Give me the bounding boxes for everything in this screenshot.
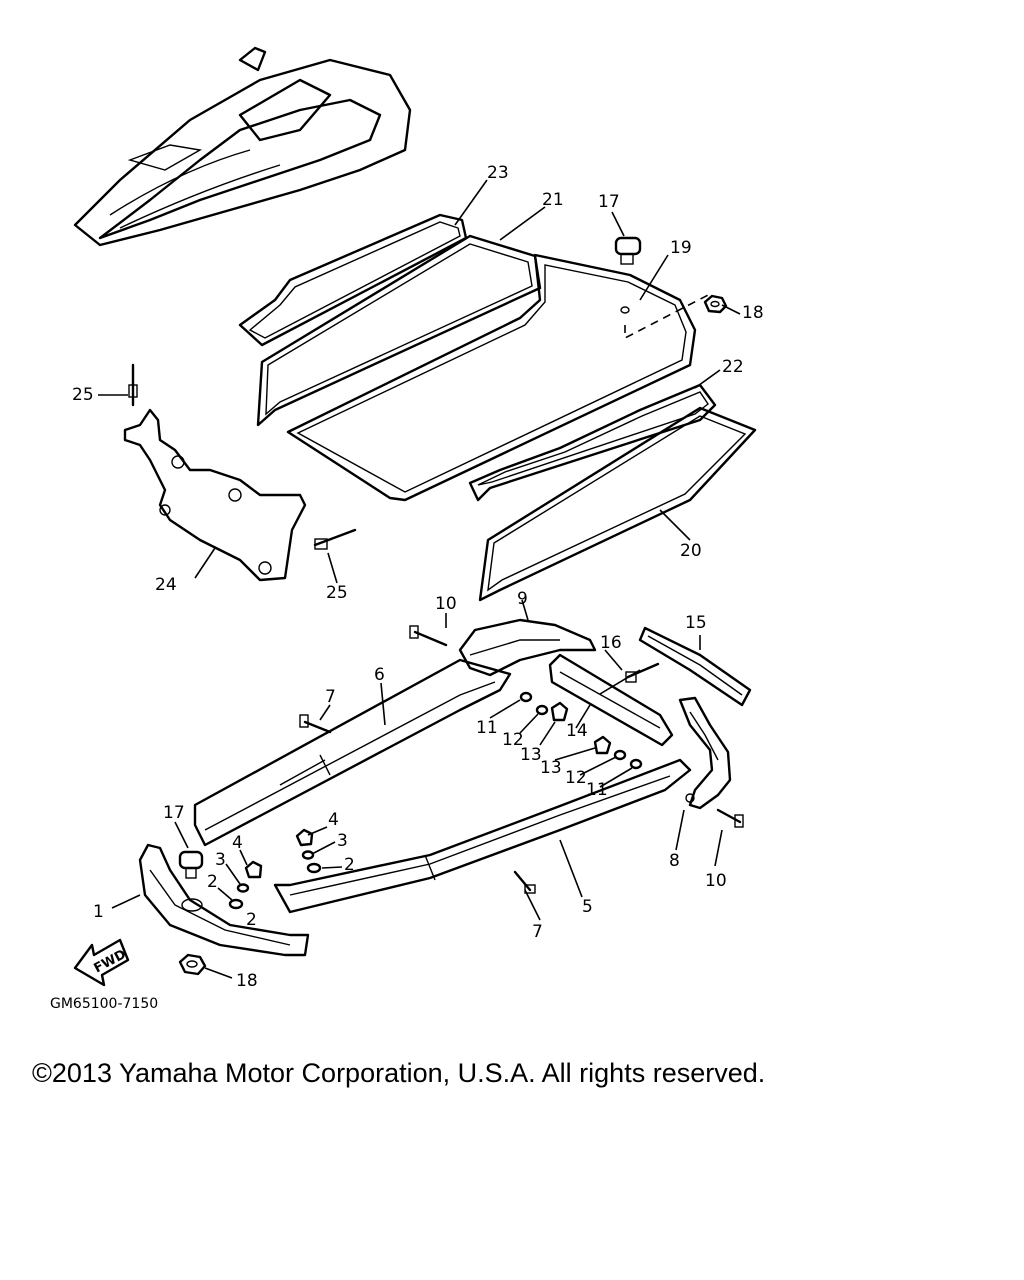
bumper-1 [138, 843, 310, 957]
callout-12: 12 [565, 768, 587, 788]
callout-9: 9 [517, 589, 528, 609]
washer-12-upper [535, 704, 549, 716]
mat-22 [468, 383, 717, 502]
callout-18: 18 [236, 971, 258, 991]
callout-2: 2 [344, 855, 355, 875]
mat-20 [478, 406, 757, 602]
callout-18: 18 [742, 303, 764, 323]
washer-3-right [301, 850, 315, 860]
callout-3: 3 [337, 831, 348, 851]
callout-4: 4 [328, 810, 339, 830]
callout-2: 2 [207, 872, 218, 892]
watercraft-illustration [73, 46, 412, 247]
nut-4-left [244, 860, 263, 879]
washer-3-left [236, 883, 250, 893]
callout-11: 11 [586, 780, 608, 800]
rail-6 [193, 658, 512, 847]
callout-7: 7 [532, 922, 543, 942]
callout-7: 7 [325, 687, 336, 707]
callout-24: 24 [155, 575, 177, 595]
callout-22: 22 [722, 357, 744, 377]
callout-14: 14 [566, 721, 588, 741]
callout-10: 10 [705, 871, 727, 891]
diagram-code: GM65100-7150 [50, 996, 158, 1012]
mat-23 [238, 213, 468, 347]
callout-12: 12 [502, 730, 524, 750]
cap-17-lower [178, 850, 204, 912]
callout-13: 13 [540, 758, 562, 778]
leader-lines [98, 179, 741, 979]
cap-17-upper [614, 236, 642, 314]
nut-4-right [295, 828, 314, 847]
washer-11-lower [629, 758, 643, 770]
fwd-label: FWD [92, 947, 129, 976]
callout-21: 21 [542, 190, 564, 210]
callout-15: 15 [685, 613, 707, 633]
bolt-10-lower [716, 808, 744, 828]
bumper-9 [458, 618, 597, 677]
washer-2-left [228, 898, 244, 910]
mat-19 [286, 253, 697, 502]
rail-15 [638, 626, 752, 707]
bolt-10-upper [409, 625, 448, 647]
callout-labels: 1 2 2 2 3 3 4 4 5 6 7 7 8 9 10 10 11 11 … [72, 163, 764, 991]
rail-14 [548, 653, 674, 747]
callout-17: 17 [163, 803, 185, 823]
callout-25: 25 [326, 583, 348, 603]
fwd-arrow-icon: FWD [73, 938, 130, 987]
callout-2: 2 [246, 910, 257, 930]
bracket-24 [123, 408, 307, 582]
washer-2-right [306, 862, 322, 874]
callout-13: 13 [520, 745, 542, 765]
rivet-25-right [313, 528, 357, 550]
nut-13-upper [550, 701, 569, 722]
washer-12-lower [613, 749, 627, 761]
mat-21 [256, 234, 542, 427]
callout-25: 25 [72, 385, 94, 405]
nut-13-lower [593, 735, 612, 755]
callout-17: 17 [598, 192, 620, 212]
bolt-7-upper [299, 714, 332, 734]
rail-5 [273, 758, 692, 914]
callout-20: 20 [680, 541, 702, 561]
bumper-8 [678, 696, 732, 810]
callout-16: 16 [600, 633, 622, 653]
washer-11-upper [519, 691, 533, 703]
nut-18-upper [703, 294, 728, 314]
rivet-16 [625, 662, 660, 683]
callout-4: 4 [232, 833, 243, 853]
callout-6: 6 [374, 665, 385, 685]
callout-11: 11 [476, 718, 498, 738]
callout-23: 23 [487, 163, 509, 183]
callout-19: 19 [670, 238, 692, 258]
callout-5: 5 [582, 897, 593, 917]
dashed-leader-19 [624, 292, 713, 340]
rivet-25-top [128, 363, 138, 407]
copyright-notice: ©2013 Yamaha Motor Corporation, U.S.A. A… [32, 1058, 766, 1088]
bolt-7-lower [513, 870, 536, 894]
nut-18-lower [178, 953, 207, 976]
exploded-parts-diagram: FWD [50, 46, 764, 1012]
callout-10: 10 [435, 594, 457, 614]
callout-1: 1 [93, 902, 104, 922]
callout-8: 8 [669, 851, 680, 871]
callout-3: 3 [215, 850, 226, 870]
